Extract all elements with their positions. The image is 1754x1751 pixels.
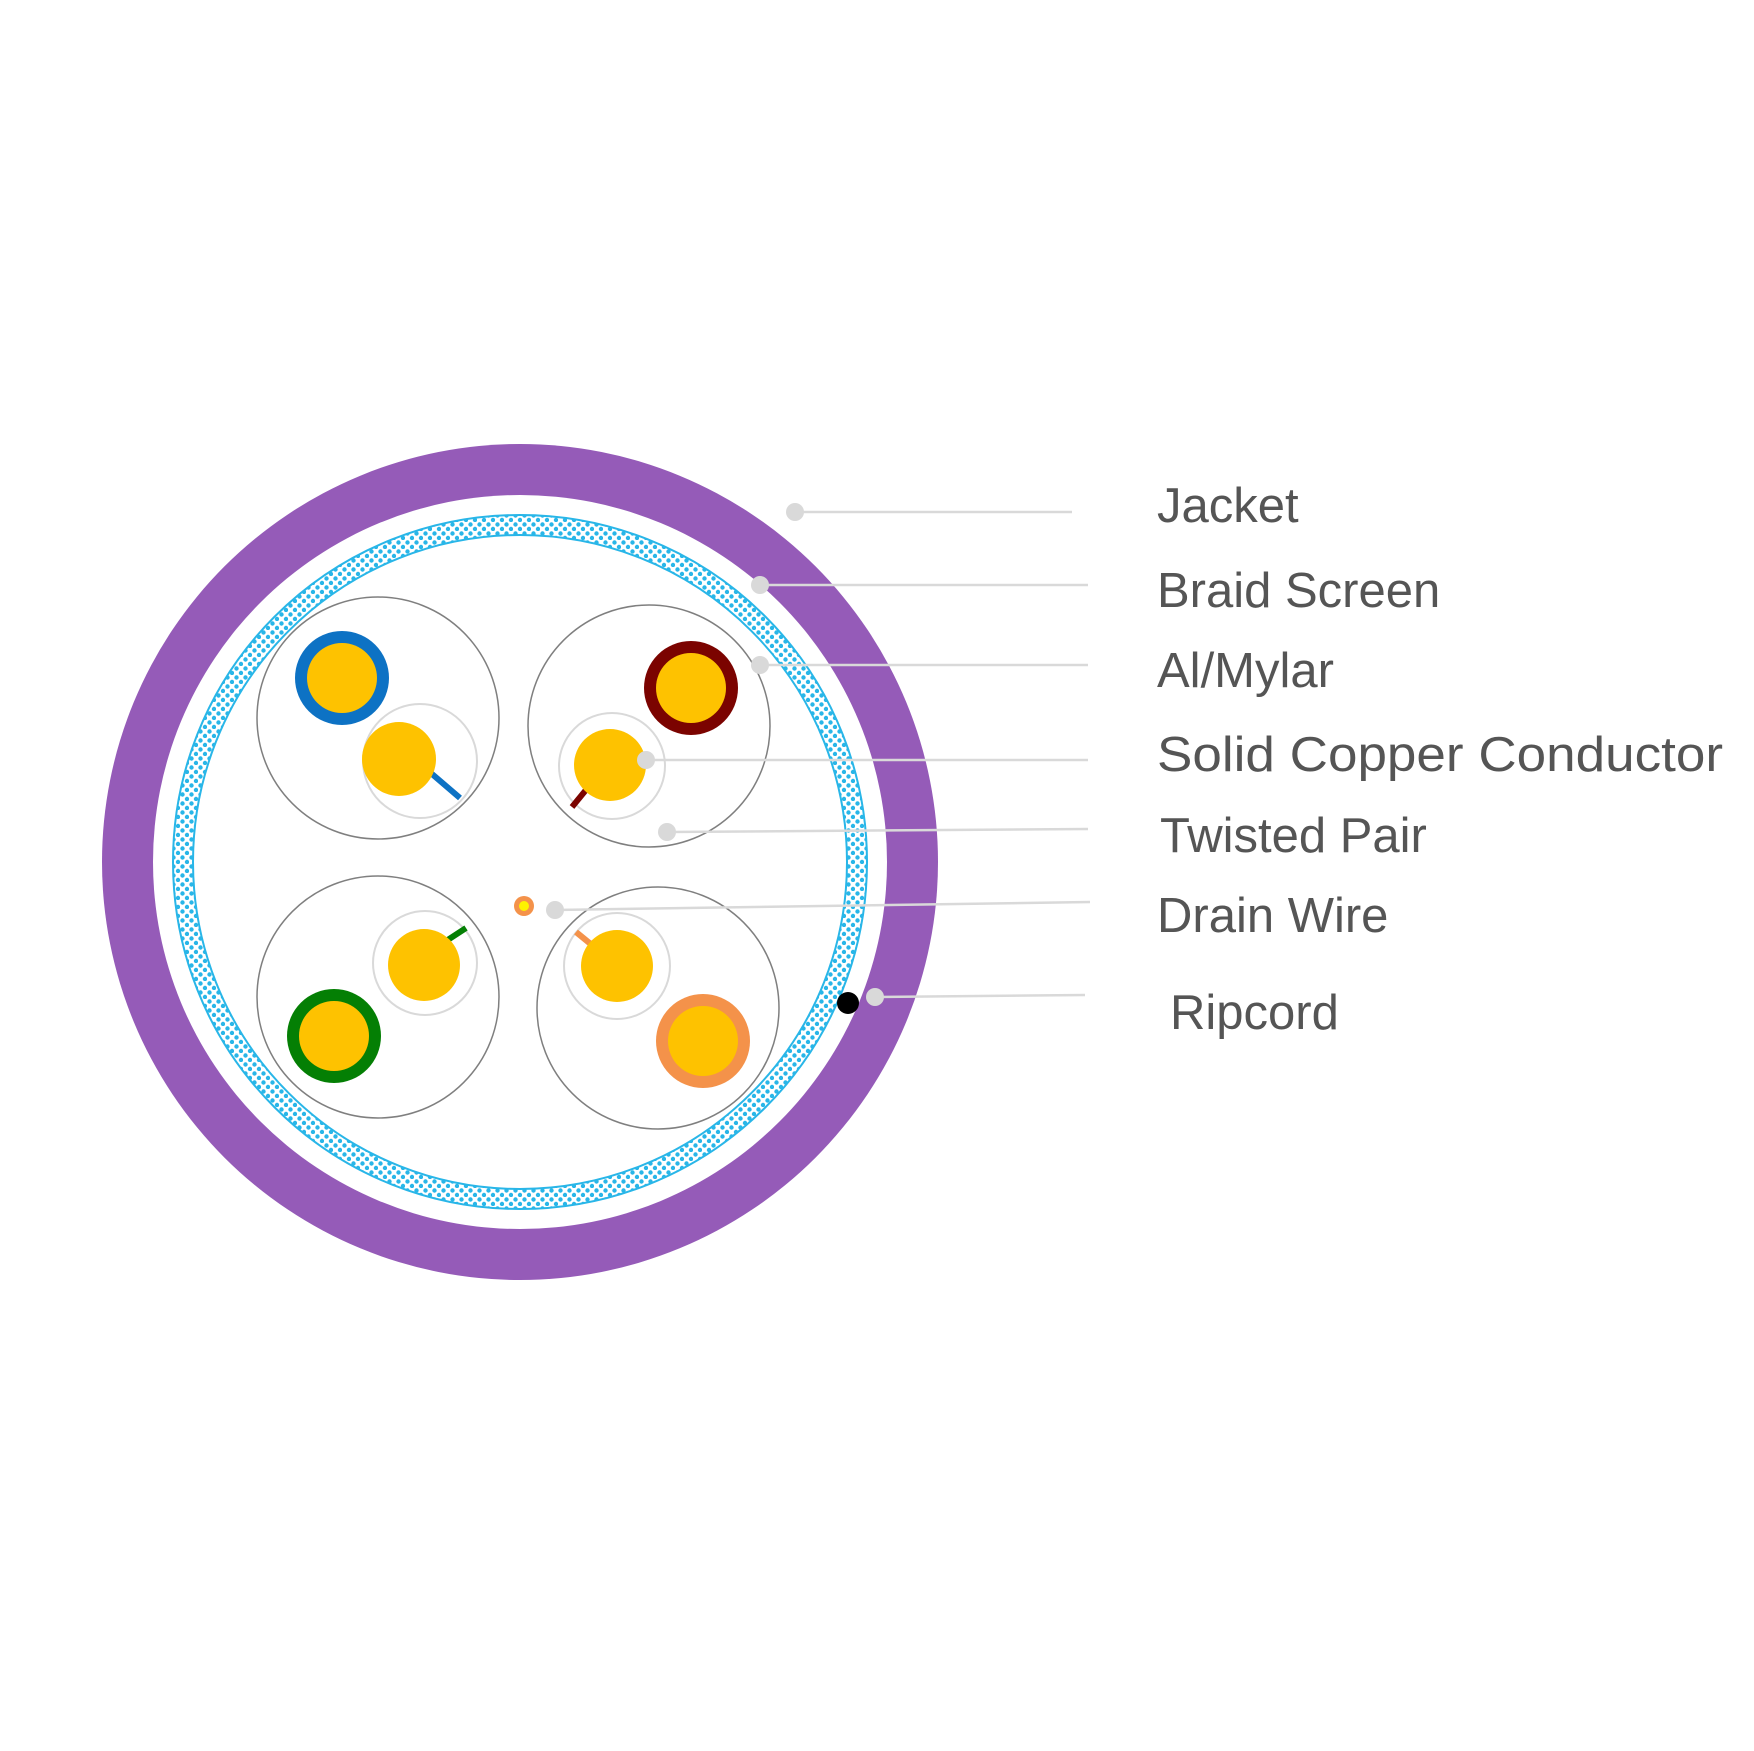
copper-conductor (299, 1001, 369, 1071)
insulation-ring (563, 912, 671, 1020)
label-drain-wire: Drain Wire (1157, 889, 1388, 943)
label-twisted-pair: Twisted Pair (1160, 809, 1427, 863)
leader-dot-braid-screen (751, 576, 769, 594)
pair-outline (256, 875, 500, 1119)
braid-screen-outer-edge (172, 514, 868, 1210)
copper-conductor (362, 722, 436, 796)
braid-screen-ring (172, 514, 868, 1210)
leader-dot-jacket (786, 503, 804, 521)
insulation-ring (372, 910, 478, 1016)
leader-lines (554, 510, 1091, 999)
label-braid-screen: Braid Screen (1157, 564, 1440, 618)
pair-outline (256, 596, 500, 840)
braid-screen-inner-edge (192, 534, 848, 1190)
copper-conductor (574, 729, 646, 801)
leader-dot-twisted-pair (658, 823, 676, 841)
leader-line-drain-wire (554, 900, 1091, 912)
pair-outline (527, 604, 771, 848)
copper-conductor (307, 643, 377, 713)
label-al-mylar: Al/Mylar (1157, 644, 1334, 698)
copper-conductor (668, 1006, 738, 1076)
insulation-ring (558, 712, 666, 820)
copper-conductor (581, 930, 653, 1002)
drain-wire-core (519, 901, 529, 911)
leader-dot-ripcord (866, 988, 884, 1006)
label-ripcord: Ripcord (1170, 986, 1339, 1040)
leader-dot-drain-wire (546, 901, 564, 919)
twisted-pair-brown (527, 604, 771, 848)
leader-dots (546, 503, 884, 1006)
label-solid-copper-conductor: Solid Copper Conductor (1157, 728, 1723, 782)
leader-dot-al-mylar (751, 656, 769, 674)
pair-outline (536, 886, 780, 1130)
leader-line-ripcord (874, 993, 1086, 999)
twisted-pair-orange (536, 886, 780, 1130)
labels: Jacket Braid Screen Al/Mylar Solid Coppe… (1157, 479, 1723, 1040)
leader-dot-solid-copper-conductor (637, 751, 655, 769)
copper-conductor (656, 653, 726, 723)
drain-wire (514, 896, 534, 916)
ripcord (837, 992, 859, 1014)
leader-line-twisted-pair (666, 827, 1089, 834)
twisted-pair-green (256, 875, 500, 1119)
twisted-pair-blue (256, 596, 500, 840)
copper-conductor (388, 929, 460, 1001)
label-jacket: Jacket (1157, 479, 1299, 533)
